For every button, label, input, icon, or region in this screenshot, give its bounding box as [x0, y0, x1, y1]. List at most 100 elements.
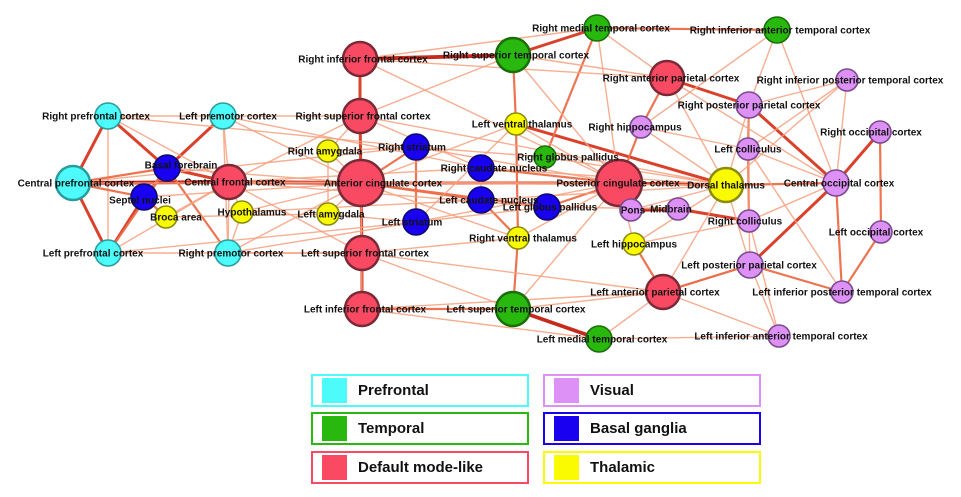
edge-lsfc-lapc: [361, 252, 664, 293]
node-lifc[interactable]: [343, 290, 381, 328]
node-rstc[interactable]: [494, 36, 532, 74]
node-lipc[interactable]: [830, 280, 854, 304]
node-hypo[interactable]: [230, 200, 254, 224]
node-dth[interactable]: [707, 166, 745, 204]
node-rhip[interactable]: [629, 115, 653, 139]
node-lsfc[interactable]: [343, 234, 381, 272]
node-label-dth: Dorsal thalamus: [687, 181, 765, 192]
node-lcol[interactable]: [736, 137, 760, 161]
edge-bf-rpm: [166, 167, 229, 254]
node-rstr[interactable]: [402, 133, 430, 161]
node-ripc[interactable]: [835, 68, 859, 92]
edge-lcol-coc: [747, 148, 837, 184]
node-lcn[interactable]: [467, 186, 495, 214]
node-midb[interactable]: [666, 197, 690, 221]
node-cfc[interactable]: [210, 163, 248, 201]
node-riatc[interactable]: [763, 16, 791, 44]
node-bf[interactable]: [153, 154, 181, 182]
legend-swatch-visual: [554, 378, 579, 403]
node-rppc[interactable]: [735, 91, 763, 119]
edge-ripc-lcol: [747, 79, 848, 150]
edge-rhip-lcol: [640, 126, 749, 150]
node-label-midb: Midbrain: [650, 205, 692, 216]
edge-lsfc-lstc: [361, 252, 514, 310]
edge-rgp-rmtc: [543, 27, 599, 158]
node-lstr[interactable]: [402, 208, 430, 236]
node-cpfc[interactable]: [54, 164, 92, 202]
node-lapc[interactable]: [644, 273, 682, 311]
edge-lpfc-lstr: [107, 221, 417, 254]
node-rmtc[interactable]: [583, 14, 611, 42]
node-rpfc[interactable]: [94, 102, 122, 130]
node-label-rcn: Right caudate nucleus: [441, 164, 548, 175]
node-lppc[interactable]: [736, 251, 764, 279]
node-lpm[interactable]: [209, 102, 237, 130]
node-pcc[interactable]: [594, 158, 644, 208]
node-label-liatc: Left inferior anterior temporal cortex: [694, 332, 868, 343]
node-lstc[interactable]: [494, 290, 532, 328]
edge-lgp-midb: [546, 206, 679, 210]
node-acc[interactable]: [336, 158, 386, 208]
edge-sn-acc: [143, 182, 362, 198]
node-label-rvt: Right ventral thalamus: [469, 234, 577, 245]
legend-label-visual: Visual: [590, 382, 634, 399]
node-label-rstc: Right superior temporal cortex: [443, 51, 590, 62]
node-lamyg[interactable]: [316, 202, 340, 226]
label-layer: Right prefrontal cortex Left premotor cor…: [18, 24, 944, 346]
node-label-rpfc: Right prefrontal cortex: [42, 112, 150, 123]
edge-rsfc-rstc: [359, 54, 514, 117]
legend-label-default-mode: Default mode-like: [358, 459, 484, 476]
node-pons[interactable]: [619, 198, 643, 222]
node-rapc[interactable]: [648, 59, 686, 97]
node-liatc[interactable]: [767, 324, 791, 348]
edge-ripc-coc: [835, 79, 848, 184]
legend-label-basal-ganglia: Basal ganglia: [590, 420, 687, 437]
node-lvt[interactable]: [504, 112, 528, 136]
node-broca[interactable]: [154, 205, 178, 229]
edge-liatc-lapc: [662, 291, 780, 337]
edge-lstr-lgp: [415, 206, 548, 223]
edge-dth-coc: [725, 181, 837, 187]
edge-rcol-coc: [748, 182, 837, 222]
edge-riatc-coc: [776, 29, 837, 184]
edge-rpm-lstr: [227, 221, 417, 254]
edge-acc-dth: [360, 182, 727, 186]
node-rpm[interactable]: [214, 239, 242, 267]
node-lpfc[interactable]: [94, 239, 122, 267]
node-rcol[interactable]: [737, 209, 761, 233]
edge-acc-rvt: [360, 182, 519, 239]
node-label-rstr: Right striatum: [378, 143, 446, 154]
node-label-lpm: Left premotor cortex: [179, 112, 277, 123]
node-label-rifc: Right inferior frontal cortex: [298, 55, 428, 66]
node-label-ripc: Right inferior posterior temporal cortex: [757, 76, 944, 87]
edge-rstc-pcc: [512, 54, 620, 184]
node-rvt[interactable]: [506, 226, 530, 250]
node-label-sn: Septal nuclei: [109, 196, 171, 207]
node-sn[interactable]: [130, 183, 158, 211]
edge-rstr-pcc: [415, 146, 620, 184]
node-rsfc[interactable]: [341, 97, 379, 135]
node-coc[interactable]: [822, 169, 850, 197]
edge-lstr-lvt: [415, 123, 517, 223]
edge-roc-loc: [878, 131, 883, 233]
legend-swatch-default-mode: [322, 455, 347, 480]
node-label-rpm: Right premotor cortex: [178, 249, 283, 260]
edge-rapc-coc: [666, 77, 837, 184]
node-roc[interactable]: [868, 120, 892, 144]
node-ramyg[interactable]: [316, 139, 340, 163]
node-rcn[interactable]: [467, 154, 495, 182]
node-lhip[interactable]: [622, 232, 646, 256]
node-label-bf: Basal forebrain: [145, 161, 218, 172]
node-rgp[interactable]: [533, 145, 557, 169]
node-layer: [54, 14, 893, 353]
node-lgp[interactable]: [533, 193, 561, 221]
node-label-coc: Central occipital cortex: [784, 179, 895, 190]
edge-lifc-lmtc: [361, 308, 600, 340]
legend-label-prefrontal: Prefrontal: [358, 382, 429, 399]
node-label-riatc: Right inferior anterior temporal cortex: [690, 26, 871, 37]
edge-ripc-dth: [725, 79, 848, 186]
node-lmtc[interactable]: [585, 325, 613, 353]
node-rifc[interactable]: [341, 40, 379, 78]
node-loc[interactable]: [869, 220, 893, 244]
edge-lpm-rcn: [222, 115, 482, 169]
